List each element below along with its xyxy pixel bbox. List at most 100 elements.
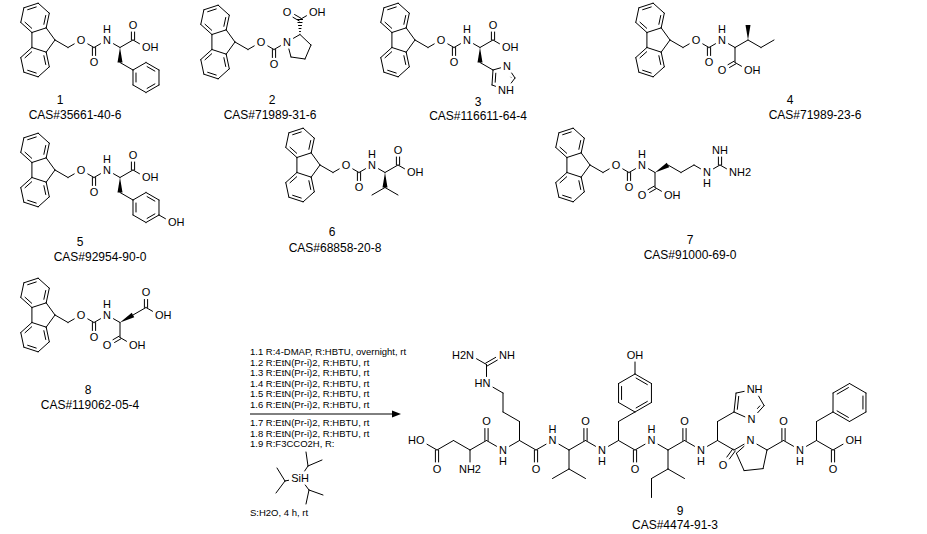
bond-line <box>437 441 454 451</box>
bond-line <box>25 182 32 188</box>
atom-label: N <box>102 310 112 321</box>
bond-line <box>636 401 647 408</box>
bond-line <box>735 48 736 63</box>
bond-line <box>707 48 708 56</box>
bond-line <box>640 52 647 58</box>
atom-label: O <box>704 57 715 68</box>
atom-label: N <box>795 445 805 456</box>
atom-label: O <box>341 160 352 171</box>
bond-line <box>579 141 581 150</box>
bond-line <box>133 193 146 201</box>
bond-line <box>735 40 748 48</box>
bond-line <box>32 158 46 163</box>
atom-label: OH <box>308 7 327 18</box>
reaction-condition: 1.9 R:F3CCO2H, R: <box>250 439 334 449</box>
bond-line <box>862 396 863 409</box>
bond-line <box>492 85 496 86</box>
bond-line <box>734 393 736 412</box>
atom-label: HO <box>407 435 426 446</box>
atom-label: O <box>630 464 641 475</box>
bond-line <box>113 336 119 340</box>
bond-line <box>636 8 639 23</box>
bond-line <box>587 429 588 441</box>
wedge-bond <box>118 178 123 193</box>
bond-line <box>643 70 652 73</box>
bond-line <box>491 32 492 40</box>
bond-line <box>120 170 133 178</box>
bond-line <box>670 40 683 48</box>
wedge-bond <box>383 173 388 188</box>
hydrogen-label: H <box>696 456 706 467</box>
atom-label: OH <box>154 310 173 321</box>
compound-number: 8 <box>84 384 93 396</box>
cas-number: CAS#119062-05-4 <box>40 399 141 411</box>
bond-line <box>88 44 94 48</box>
bond-line <box>293 35 300 39</box>
atom-label: O <box>76 165 87 176</box>
bond-line <box>46 52 49 67</box>
bond-line <box>95 323 96 331</box>
bond-line <box>452 48 453 56</box>
bond-line <box>729 451 735 459</box>
bond-line <box>158 70 159 85</box>
bond-line <box>360 173 361 181</box>
bond-line <box>556 147 567 157</box>
bond-line <box>648 169 655 173</box>
bond-line <box>94 174 101 178</box>
atom-label: OH <box>663 190 682 201</box>
bond-line <box>21 178 32 188</box>
bond-line <box>391 33 392 48</box>
hydrogen-label: H <box>462 24 472 35</box>
bond-line <box>717 422 718 441</box>
bond-line <box>28 200 37 203</box>
bond-line <box>736 391 744 393</box>
bond-line <box>28 70 37 73</box>
bond-line <box>293 17 299 21</box>
atom-label: O <box>679 416 690 427</box>
bond-line <box>658 444 668 450</box>
bond-line <box>647 48 661 53</box>
atom-label: NH2 <box>458 464 482 475</box>
bond-line <box>454 441 471 451</box>
bond-line <box>730 64 736 68</box>
bond-line <box>865 393 866 412</box>
bond-line <box>494 32 495 40</box>
atom-label: NH <box>498 350 516 361</box>
atom-label: O <box>828 464 839 475</box>
atom-label: H2N <box>451 350 475 361</box>
bond-line <box>659 56 661 65</box>
hydrogen-label: H <box>717 24 727 35</box>
bond-line <box>201 50 212 60</box>
bond-line <box>427 444 437 450</box>
bond-line <box>146 215 159 223</box>
atom-label: OH <box>128 340 147 351</box>
bond-line <box>579 181 581 190</box>
bond-line <box>435 450 436 462</box>
bond-line <box>536 444 546 450</box>
hydrogen-label: H <box>702 178 712 189</box>
wedge-bond <box>655 163 669 173</box>
reaction-condition: 1.7 R:EtN(Pr-i)2, R:HBTU, rt <box>250 418 369 428</box>
atom-label: NH2 <box>728 167 752 178</box>
bond-line <box>470 441 487 451</box>
bond-line <box>94 44 101 48</box>
atom-label: O <box>718 460 729 471</box>
bond-line <box>44 331 46 340</box>
bond-line <box>88 174 94 178</box>
bond-line <box>713 165 720 169</box>
bond-line <box>131 162 132 170</box>
bond-line <box>381 48 392 58</box>
bond-line <box>28 137 37 140</box>
bond-line <box>503 393 504 412</box>
atom-label: O <box>637 190 648 201</box>
bond-line <box>293 195 302 198</box>
bond-line <box>120 323 121 338</box>
wedge-bond <box>746 25 751 40</box>
bond-line <box>661 28 670 40</box>
bond-line <box>333 169 339 173</box>
hydrogen-label: H <box>637 149 647 160</box>
bond-line <box>581 165 590 177</box>
bond-line <box>563 195 572 198</box>
bond-line <box>556 173 567 183</box>
